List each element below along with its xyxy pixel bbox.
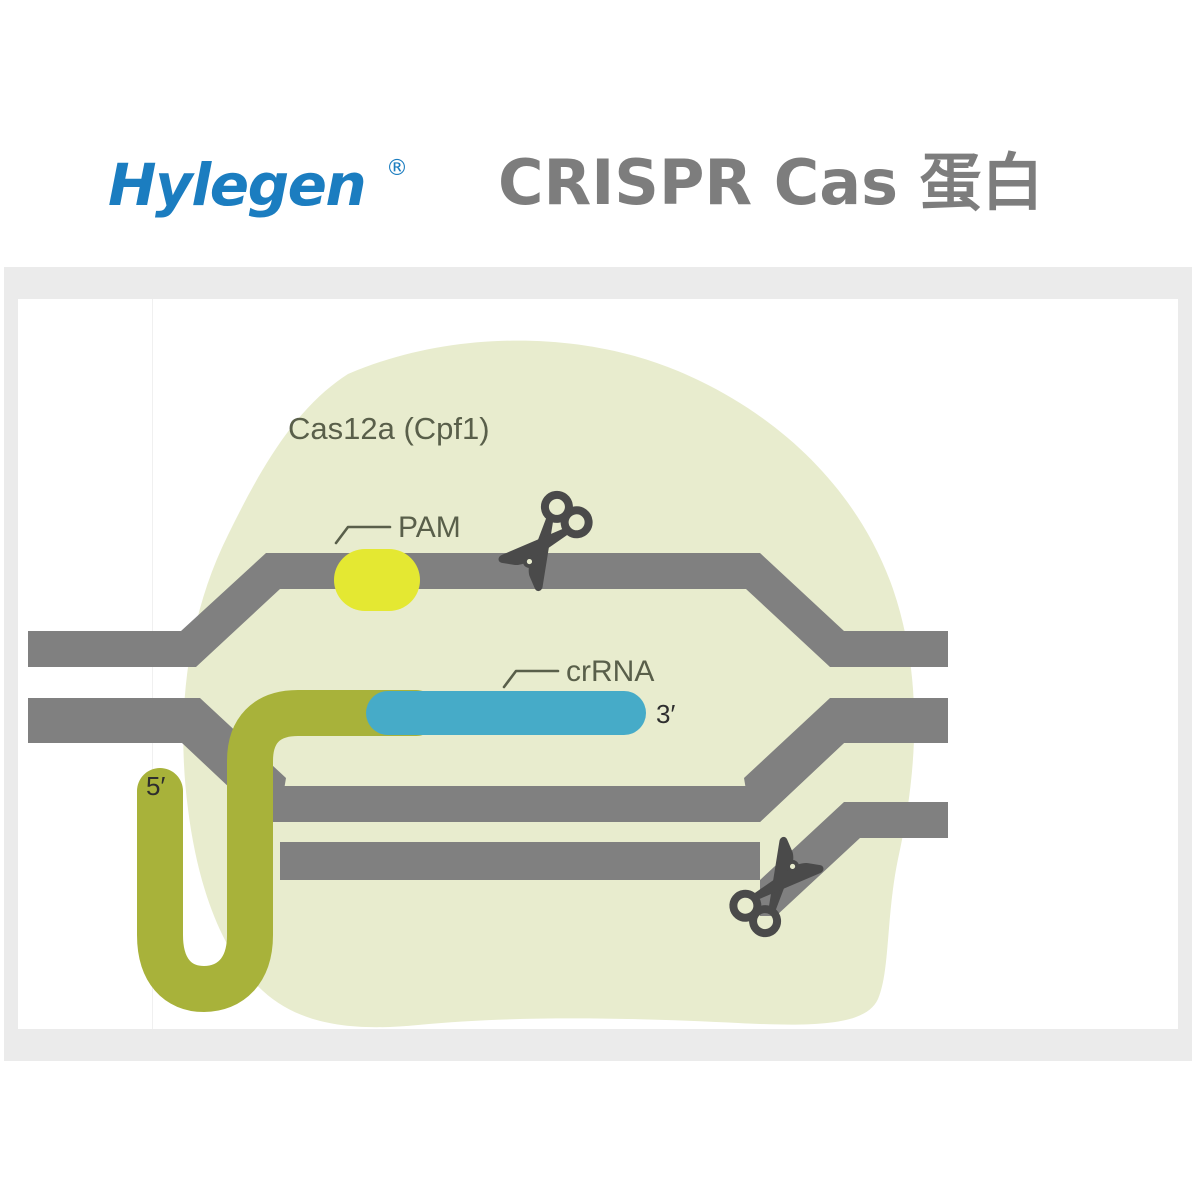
crrna-bar — [366, 691, 646, 735]
figure-panel: Cas12a (Cpf1) PAM crRNA 3′ 5′ — [18, 299, 1178, 1029]
dna-strand-bottom-bar — [280, 707, 948, 822]
rna-scaffold-loop — [137, 690, 439, 1012]
crispr-cas12a-diagram: Cas12a (Cpf1) PAM crRNA 3′ 5′ — [28, 340, 948, 1028]
page-title: CRISPR Cas 蛋白 — [498, 146, 1044, 219]
content-frame: Cas12a (Cpf1) PAM crRNA 3′ 5′ — [4, 267, 1192, 1061]
dna-strand-middle — [280, 842, 760, 880]
dna-strand-middle-right-bend — [760, 802, 948, 916]
registered-trademark-icon: ® — [386, 156, 408, 181]
crrna-label: crRNA — [566, 655, 654, 688]
scissors-icon-top — [498, 490, 593, 592]
pam-label: PAM — [398, 511, 461, 544]
three-prime-label: 3′ — [656, 699, 675, 729]
brand-logo[interactable]: Hylegen — [108, 151, 367, 219]
pam-leader-line — [334, 525, 392, 545]
five-prime-label: 5′ — [146, 771, 165, 801]
scissors-icon-bottom — [729, 836, 824, 938]
protein-label: Cas12a (Cpf1) — [288, 411, 490, 446]
page-header: Hylegen ® CRISPR Cas 蛋白 — [0, 0, 1200, 258]
crrna-leader-line — [502, 669, 560, 689]
dna-strand-top — [28, 553, 948, 667]
pam-site-marker — [334, 549, 420, 611]
